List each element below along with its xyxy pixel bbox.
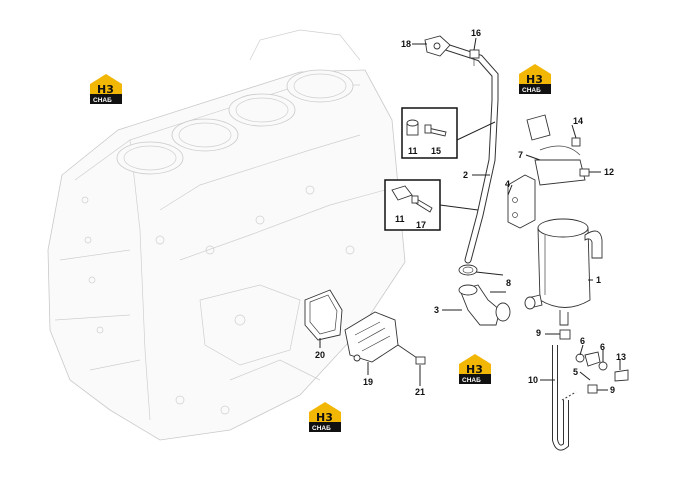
callout-1: 1 (596, 275, 601, 285)
callout-10: 10 (528, 375, 538, 385)
callout-3: 3 (434, 305, 439, 315)
watermark-logo-3: H3 CHAБ (459, 354, 491, 384)
tube-part-10 (552, 329, 577, 451)
bolt-part-21 (397, 344, 426, 365)
callout-7: 7 (518, 150, 523, 160)
watermark-logo-1: H3 CHAБ (90, 74, 122, 104)
callout-9b: 9 (610, 385, 615, 395)
engine-block (47, 29, 406, 441)
callout-12: 12 (604, 167, 614, 177)
fittings-group (575, 351, 629, 394)
callout-4: 4 (505, 179, 510, 189)
callout-18: 18 (401, 39, 411, 49)
leader-lines (319, 37, 621, 391)
watermark-logo-4: H3 CHAБ (309, 402, 341, 432)
callout-2: 2 (463, 170, 468, 180)
svg-text:H3: H3 (97, 83, 114, 96)
callout-labels: 1 2 3 4 5 6 6 7 8 9 9 10 11 11 12 13 14 … (315, 28, 626, 397)
callout-14: 14 (573, 116, 583, 126)
callout-15: 15 (431, 146, 441, 156)
hose-part-3 (458, 284, 511, 326)
svg-text:CHAБ: CHAБ (522, 87, 541, 94)
svg-text:CHAБ: CHAБ (312, 425, 331, 432)
callout-9a: 9 (536, 328, 541, 338)
callout-19: 19 (363, 377, 373, 387)
bolt-part-16 (469, 49, 480, 66)
svg-text:CHAБ: CHAБ (93, 97, 112, 104)
callout-21: 21 (415, 387, 425, 397)
callout-6a: 6 (580, 336, 585, 346)
callout-5: 5 (573, 367, 578, 377)
clamp-part-8 (458, 264, 478, 276)
callout-20: 20 (315, 350, 325, 360)
callout-13: 13 (616, 352, 626, 362)
inset-box-lower (384, 179, 479, 231)
callout-11a: 11 (408, 146, 418, 156)
callout-16: 16 (471, 28, 481, 38)
inset-box-upper (401, 107, 496, 159)
svg-text:H3: H3 (466, 363, 483, 376)
bracket-part-4 (507, 114, 590, 229)
callout-17: 17 (416, 220, 426, 230)
svg-text:H3: H3 (526, 73, 543, 86)
separator-part-1 (524, 218, 603, 326)
callout-6b: 6 (600, 342, 605, 352)
callout-8: 8 (506, 278, 511, 288)
callout-11b: 11 (395, 214, 405, 224)
tube-part-2 (424, 35, 499, 264)
watermark-logo-2: H3 CHAБ (519, 64, 551, 94)
svg-text:H3: H3 (316, 411, 333, 424)
gasket-part-20 (304, 289, 343, 341)
svg-text:CHAБ: CHAБ (462, 377, 481, 384)
